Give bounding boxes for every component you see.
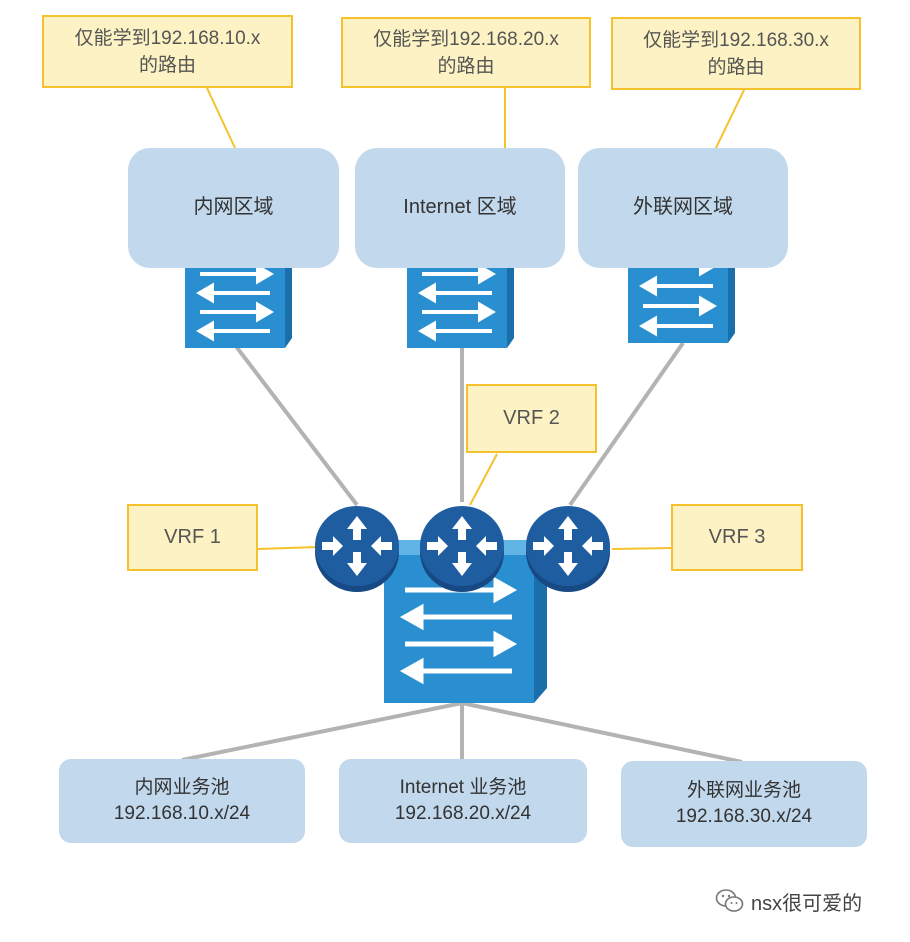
pool-extranet: 外联网业务池 192.168.30.x/24 — [621, 761, 867, 847]
zone-internet-label: Internet 区域 — [403, 195, 517, 218]
pool-internal-name: 内网业务池 — [134, 777, 230, 798]
vrf1-callout-line — [257, 546, 319, 550]
zone-internal: 内网区域 — [128, 148, 339, 268]
zone-extranet-label: 外联网区域 — [633, 195, 733, 218]
route-note-2: 仅能学到192.168.20.x 的路由 — [341, 17, 591, 88]
route-note-1-line1: 仅能学到192.168.10.x — [74, 27, 261, 49]
route-note-2-line1: 仅能学到192.168.20.x — [373, 28, 559, 50]
zone-extranet: 外联网区域 — [578, 148, 788, 268]
vrf3-callout-line — [611, 547, 673, 550]
vrf2-label-box: VRF 2 — [466, 384, 597, 453]
route-note-3-line2: 的路由 — [707, 56, 765, 78]
router-icon-vrf3 — [526, 506, 610, 592]
pool-extranet-subnet: 192.168.30.x/24 — [675, 806, 813, 827]
route-note-1-line2: 的路由 — [138, 54, 196, 76]
pool-internal: 内网业务池 192.168.10.x/24 — [59, 759, 305, 843]
wechat-icon — [715, 889, 744, 912]
router-icon-vrf1 — [315, 506, 399, 592]
vrf1-label: VRF 1 — [164, 526, 221, 548]
route-note-1: 仅能学到192.168.10.x 的路由 — [42, 15, 293, 88]
vrf2-callout-line — [469, 453, 498, 506]
vrf3-label-box: VRF 3 — [671, 504, 803, 571]
zone-internal-label: 内网区域 — [193, 195, 274, 218]
route-note-3-line1: 仅能学到192.168.30.x — [643, 29, 829, 51]
pool-internet: Internet 业务池 192.168.20.x/24 — [339, 759, 587, 843]
callout-line-1 — [206, 87, 236, 149]
vrf1-label-box: VRF 1 — [127, 504, 258, 571]
pool-internet-subnet: 192.168.20.x/24 — [394, 803, 532, 824]
callout-line-3 — [714, 87, 746, 151]
link-switch1-vrf1 — [233, 343, 359, 507]
link-core-pool3 — [461, 701, 743, 764]
pool-extranet-name: 外联网业务池 — [686, 780, 801, 801]
router-icon-vrf2 — [420, 506, 504, 592]
watermark-text: nsx很可爱的 — [751, 892, 863, 915]
link-core-pool1 — [181, 701, 463, 762]
pool-internet-name: Internet 业务池 — [399, 777, 527, 798]
route-note-3: 仅能学到192.168.30.x 的路由 — [611, 17, 861, 90]
route-note-2-line2: 的路由 — [437, 55, 495, 77]
vrf2-label: VRF 2 — [503, 407, 560, 429]
watermark: nsx很可爱的 — [715, 886, 862, 916]
vrf3-label: VRF 3 — [708, 526, 766, 548]
zone-internet: Internet 区域 — [355, 148, 565, 268]
pool-internal-subnet: 192.168.10.x/24 — [113, 803, 251, 824]
link-switch3-vrf3 — [568, 341, 685, 507]
